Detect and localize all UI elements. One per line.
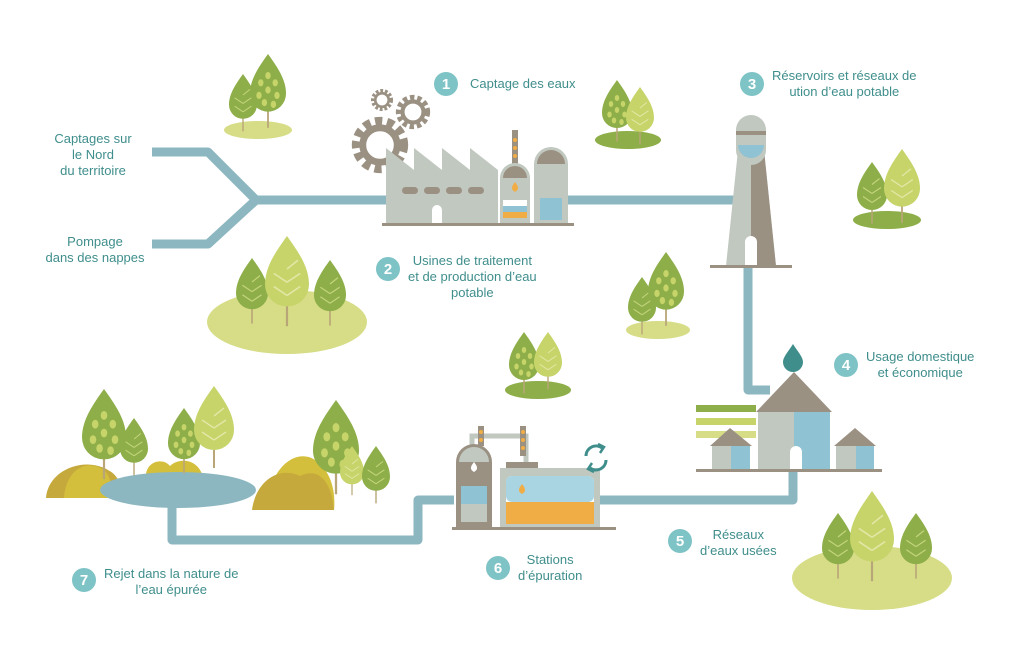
source-label-north: Captages sur le Nord du territoire: [54, 131, 132, 178]
step-label: Usines de traitement et de production d’…: [408, 253, 537, 300]
step-6: 6 Stations d’épuration: [486, 552, 582, 584]
step-5: 5 Réseaux d’eaux usées: [668, 527, 777, 559]
pipe-network: [152, 147, 798, 545]
step-label: Usage domestique et économique: [866, 349, 975, 380]
step-4: 4 Usage domestique et économique: [834, 349, 974, 381]
step-7: 7 Rejet dans la nature de l’eau épurée: [72, 566, 238, 598]
water-tower-icon: [710, 115, 792, 268]
step-2: 2 Usines de traitement et de production …: [376, 253, 537, 301]
water-drop-icon: [783, 344, 803, 372]
lake-icon: [46, 456, 335, 510]
source-label-pumping: Pompage dans des nappes: [45, 234, 145, 265]
step-1: 1 Captage des eaux: [434, 72, 576, 96]
step-number-badge: 7: [72, 568, 96, 592]
step-number-badge: 5: [668, 529, 692, 553]
recycle-icon: [584, 442, 608, 474]
treatment-plant-icon: [452, 426, 616, 530]
step-label: Réservoirs et réseaux de ution d’eau pot…: [772, 68, 917, 99]
house-icon: [696, 372, 882, 472]
step-label: Réseaux d’eaux usées: [700, 527, 777, 558]
step-number-badge: 2: [376, 257, 400, 281]
step-label: Stations d’épuration: [518, 552, 583, 583]
step-number-badge: 4: [834, 353, 858, 377]
factory-icon: [382, 130, 574, 226]
step-label: Rejet dans la nature de l’eau épurée: [104, 566, 239, 597]
step-number-badge: 3: [740, 72, 764, 96]
step-3: 3 Réservoirs et réseaux de ution d’eau p…: [740, 68, 917, 100]
step-number-badge: 1: [434, 72, 458, 96]
step-label: Captage des eaux: [470, 76, 576, 91]
step-number-badge: 6: [486, 556, 510, 580]
